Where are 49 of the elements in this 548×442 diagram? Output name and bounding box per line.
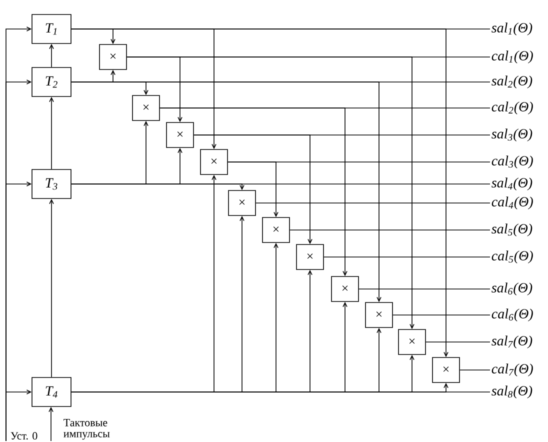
arrow xyxy=(6,390,32,442)
output-label: sal$_{7}$(Θ) xyxy=(492,336,532,348)
multiplier-box: × xyxy=(262,217,290,243)
input-label: Тактовые импульсы xyxy=(64,419,110,440)
arrow xyxy=(71,382,448,392)
output-label: sal$_{1}$(Θ) xyxy=(492,22,532,36)
multiplier-box: × xyxy=(99,44,127,70)
arrow xyxy=(71,82,382,302)
multiplier-box: × xyxy=(200,149,228,175)
arrow xyxy=(49,44,54,68)
multiplier-box: × xyxy=(365,302,393,328)
multiplier-box: × xyxy=(228,190,256,216)
input-label: Уст. 0 xyxy=(10,432,38,440)
signal-line xyxy=(358,288,490,290)
output-label: sal$_{8}$(Θ) xyxy=(492,386,532,398)
trigger-box: T$_{4}$ xyxy=(32,377,72,407)
trigger-box: T$_{2}$ xyxy=(32,67,72,97)
output-label: sal$_{6}$(Θ) xyxy=(492,282,532,296)
output-label: sal$_{4}$(Θ) xyxy=(492,178,532,190)
arrow xyxy=(71,184,244,190)
multiplier-box: × xyxy=(398,329,426,355)
multiplier-box: × xyxy=(432,357,460,383)
multiplier-box: × xyxy=(296,244,324,270)
output-label: cal$_{4}$(Θ) xyxy=(492,196,533,210)
arrow xyxy=(49,96,54,170)
output-label: cal$_{6}$(Θ) xyxy=(492,308,533,322)
output-label: cal$_{7}$(Θ) xyxy=(492,364,533,376)
arrow xyxy=(228,162,278,218)
output-label: sal$_{3}$(Θ) xyxy=(492,128,532,142)
trigger-box: T$_{3}$ xyxy=(32,169,72,199)
output-label: sal$_{5}$(Θ) xyxy=(492,224,532,236)
arrow xyxy=(49,198,54,378)
signal-line xyxy=(256,202,490,204)
multiplier-box: × xyxy=(331,276,359,302)
multiplier-box: × xyxy=(166,122,194,148)
arrow xyxy=(160,108,348,276)
output-label: cal$_{3}$(Θ) xyxy=(492,156,533,168)
arrow xyxy=(48,406,54,442)
output-label: cal$_{1}$(Θ) xyxy=(492,50,533,64)
output-label: cal$_{2}$(Θ) xyxy=(492,102,533,114)
arrow xyxy=(194,134,312,244)
output-label: cal$_{5}$(Θ) xyxy=(492,250,533,264)
multiplier-box: × xyxy=(132,95,160,121)
signal-line xyxy=(392,314,490,316)
trigger-box: T$_{1}$ xyxy=(32,14,72,44)
output-label: sal$_{2}$(Θ) xyxy=(492,76,532,88)
signal-line xyxy=(324,256,490,258)
arrow xyxy=(71,28,448,358)
arrow xyxy=(126,56,414,330)
